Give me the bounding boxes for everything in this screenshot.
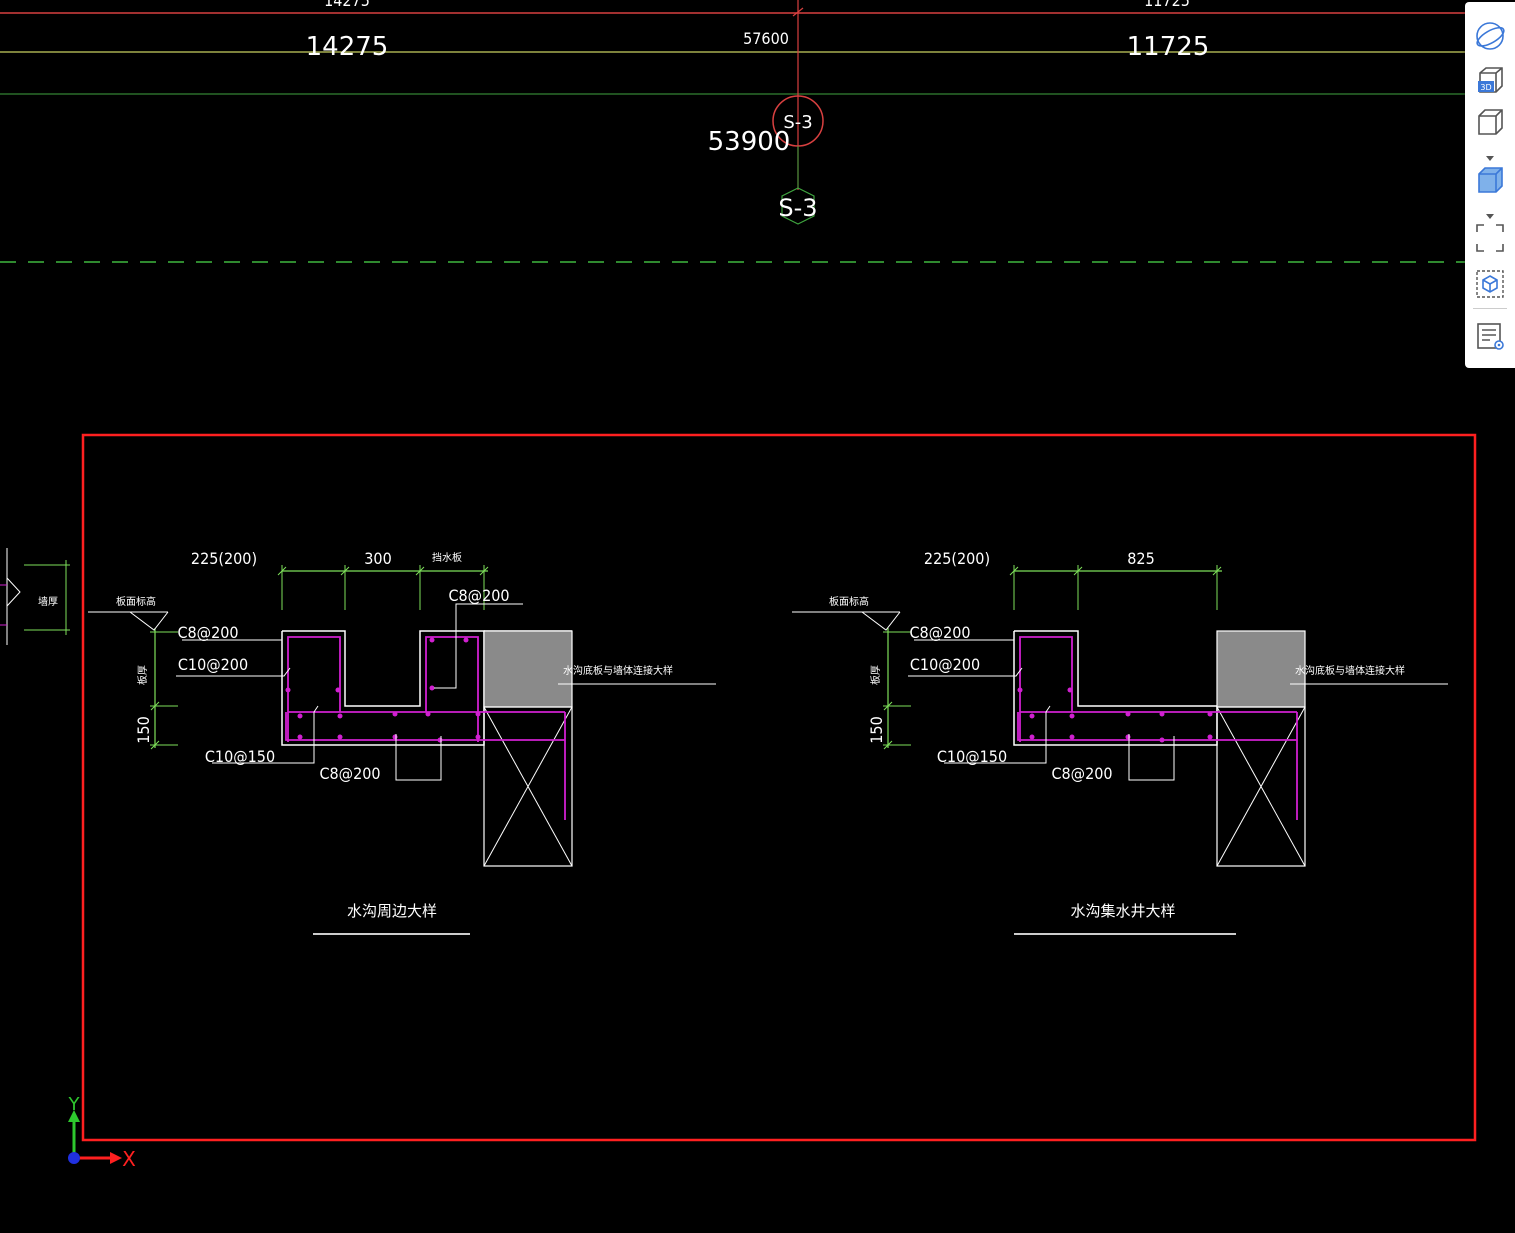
ucs-y-label: Y <box>68 1094 81 1115</box>
layer-list-icon <box>1477 323 1504 350</box>
detail-left-note-left: 板面标高 <box>116 595 156 608</box>
zoom-extents-icon <box>1476 224 1504 252</box>
tick-mark <box>792 7 804 17</box>
toolbar-divider <box>1473 308 1507 309</box>
shade-dropdown-arrow[interactable] <box>1485 206 1495 219</box>
axis-bubble-green-label: S-3 <box>778 194 817 222</box>
detail-left-rebar-3: C10@150 <box>205 747 275 766</box>
edge-fragment: 墙厚 <box>0 548 70 645</box>
detail-right-dim-mid: 825 <box>1127 549 1154 568</box>
detail-right-title: 水沟集水井大样 <box>1070 902 1175 920</box>
dim-total: 57600 <box>743 29 789 48</box>
view-3d-button[interactable]: 3D <box>1470 60 1510 100</box>
detail-left-rebar-4: C8@200 <box>319 764 380 783</box>
svg-text:3D: 3D <box>1480 83 1491 92</box>
detail-right-rebar-4: C8@200 <box>1051 764 1112 783</box>
detail-right-rebar-3: C10@150 <box>937 747 1007 766</box>
detail-right-note-right: 水沟底板与墙体连接大样 <box>1295 664 1405 677</box>
detail-left-note-right: 水沟底板与墙体连接大样 <box>563 664 673 677</box>
view-toolbar: 3D <box>1465 2 1515 368</box>
detail-left-rebar-top-right: C8@200 <box>448 586 509 605</box>
detail-right-rebar-2: C10@200 <box>910 655 980 674</box>
orbit-button[interactable] <box>1470 16 1510 56</box>
dim-left: 14275 <box>306 32 389 62</box>
shaded-cube-button[interactable] <box>1470 160 1510 200</box>
detail-right[interactable]: 225(200) 825 板厚 150 板面标高 <box>792 549 1448 935</box>
detail-right-rebar-1: C8@200 <box>909 623 970 642</box>
detail-right-dim-v1: 板厚 <box>869 665 882 685</box>
dim-partial-left: 14275 <box>324 0 370 10</box>
axis-bubble-red-label: S-3 <box>783 112 812 133</box>
detail-left-rebar-2: C10@200 <box>178 655 248 674</box>
detail-left-dim-v1: 板厚 <box>136 665 149 685</box>
axis-bubble-green <box>781 187 815 225</box>
detail-left-dim-v2: 150 <box>134 716 153 743</box>
detail-right-dim-v2: 150 <box>867 716 886 743</box>
ucs-icon: Y X <box>68 1094 137 1171</box>
chevron-down-icon <box>1486 156 1494 161</box>
detail-right-dim-left: 225(200) <box>924 549 990 568</box>
selection-frame[interactable] <box>81 433 1477 1142</box>
elevation-value: 53900 <box>708 127 791 157</box>
detail-left-dim-left: 225(200) <box>191 549 257 568</box>
detail-left-dim-mid: 300 <box>364 549 391 568</box>
layer-list-button[interactable] <box>1470 316 1510 356</box>
dim-partial-right: 11725 <box>1144 0 1190 10</box>
view-3d-icon: 3D <box>1478 67 1503 93</box>
detail-right-note-left: 板面标高 <box>829 595 869 608</box>
zoom-extents-button[interactable] <box>1470 218 1510 258</box>
edge-note: 墙厚 <box>38 595 58 608</box>
dim-right: 11725 <box>1127 32 1210 62</box>
detail-left-dim-small: 挡水板 <box>432 551 462 564</box>
view-cube-icon <box>1478 109 1503 135</box>
shaded-cube-icon <box>1478 167 1503 193</box>
view-cube-button[interactable] <box>1470 102 1510 142</box>
component-view-icon <box>1476 270 1504 298</box>
detail-left-title: 水沟周边大样 <box>347 902 437 920</box>
component-view-button[interactable] <box>1470 264 1510 304</box>
orbit-icon <box>1476 22 1505 50</box>
view-dropdown-arrow[interactable] <box>1485 148 1495 161</box>
ucs-x-label: X <box>122 1147 136 1171</box>
detail-left[interactable]: 225(200) 300 挡水板 板厚 150 板面标高 <box>88 549 716 935</box>
chevron-down-icon <box>1486 214 1494 219</box>
detail-left-rebar-1: C8@200 <box>177 623 238 642</box>
